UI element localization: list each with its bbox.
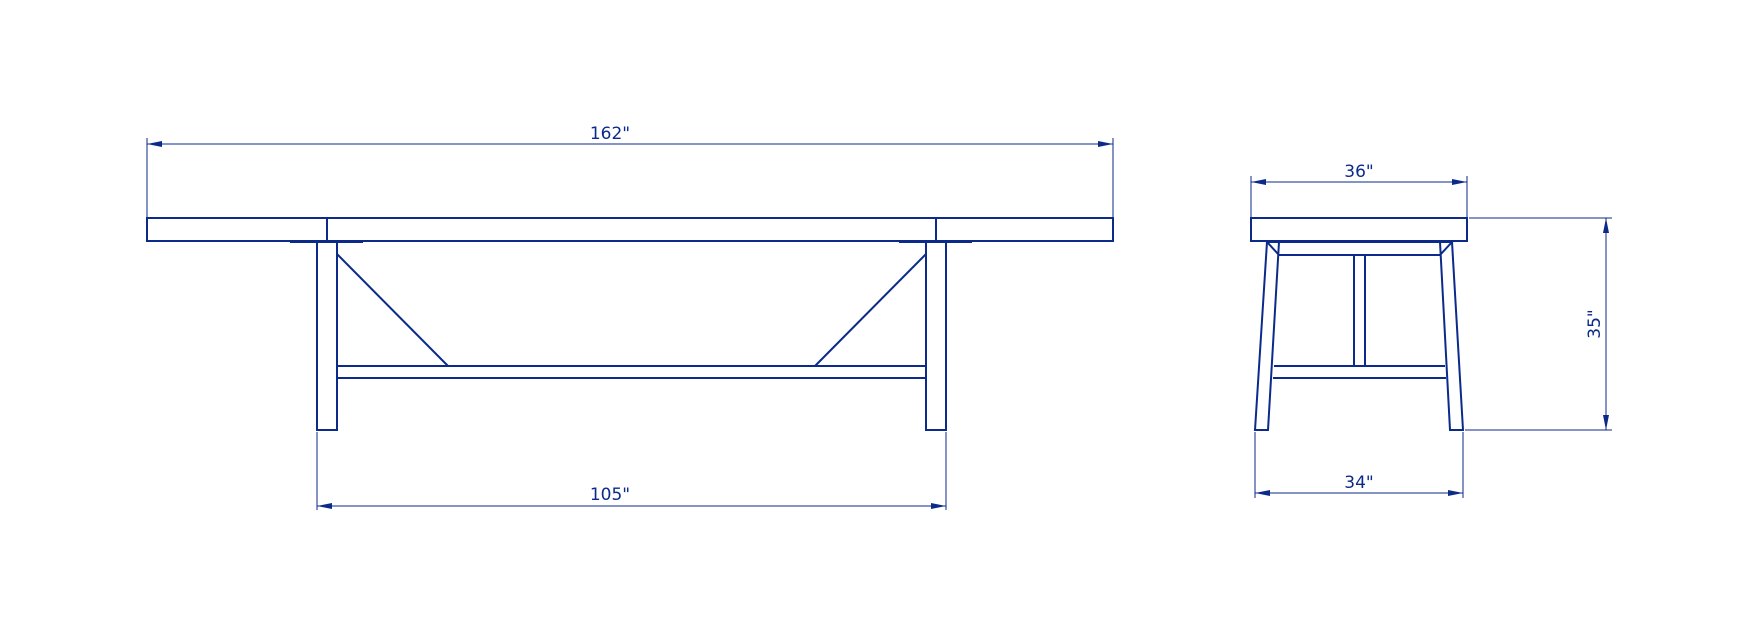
height-label: 35" [1585,309,1605,338]
front-overall-length-label: 162" [590,124,630,144]
dimension-front-overall: 162" [146,124,1114,218]
dimension-front-leg-span: 105" [316,432,947,510]
dimension-height: 35" [1465,217,1612,431]
dimension-end-top-width: 36" [1250,162,1468,218]
end-leg-right [1438,241,1465,431]
end-tabletop [1250,217,1468,242]
arrow-right-icon [1448,490,1463,496]
dimension-end-base-width: 34" [1254,432,1464,498]
front-leg-left [316,241,338,431]
front-elevation: 162" 105" [146,124,1114,510]
arrow-up-icon [1603,218,1609,233]
arrow-right-icon [1098,141,1113,147]
end-center-post [1353,254,1366,367]
arrow-down-icon [1603,415,1609,430]
front-leg-right [925,241,947,431]
front-brace-right [814,253,927,367]
end-leg-left [1253,241,1281,431]
arrow-left-icon [1251,179,1266,185]
front-tabletop [146,217,1114,242]
front-leg-span-label: 105" [590,485,630,505]
end-top-width-label: 36" [1344,162,1373,182]
arrow-left-icon [147,141,162,147]
arrow-right-icon [931,503,946,509]
arrow-left-icon [317,503,332,509]
front-stretcher [336,365,927,379]
front-brace-left [336,253,449,367]
arrow-right-icon [1452,179,1467,185]
arrow-left-icon [1255,490,1270,496]
end-base-width-label: 34" [1344,473,1373,493]
end-elevation: 36" 34" 35" [1250,162,1612,498]
end-apron [1264,241,1455,256]
